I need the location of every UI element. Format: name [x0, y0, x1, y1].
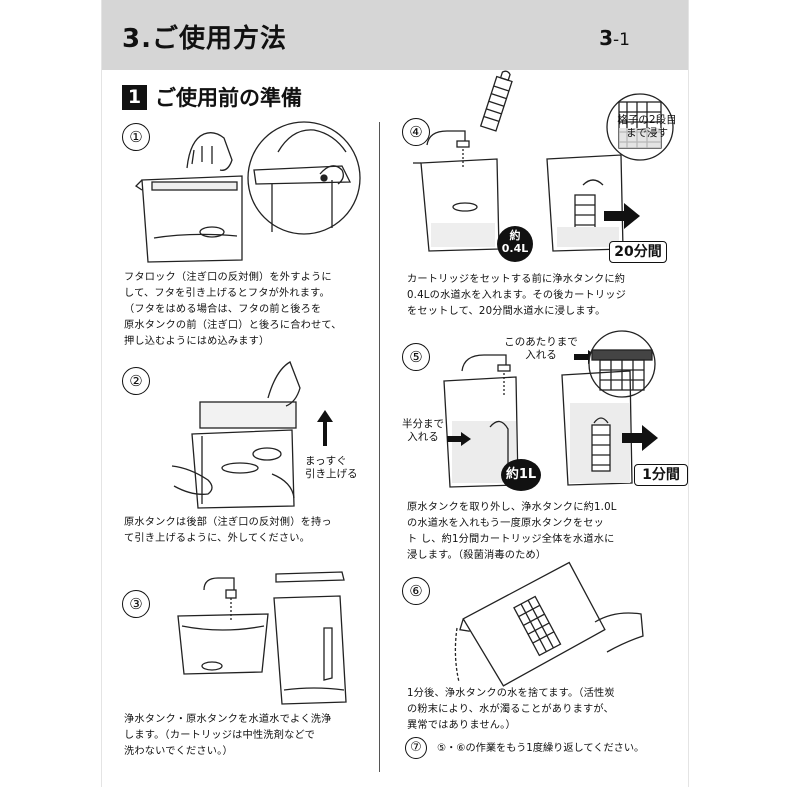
step-5-time-badge: 1分間 — [634, 464, 688, 486]
step-4-illustration — [413, 130, 624, 252]
step-4-text: カートリッジをセットする前に浄水タンクに約 0.4Lの水道水を入れます。その後カ… — [407, 274, 627, 317]
step-1-text: フタロック（注ぎ口の反対側）を外すように して、フタを引き上げるとフタが外れます… — [124, 272, 342, 347]
step-2-number: ② — [122, 367, 150, 395]
step-4-number: ④ — [402, 118, 430, 146]
section-title: ご使用前の準備 — [155, 86, 302, 110]
step-5-number: ⑤ — [402, 343, 430, 371]
step-2-text: 原水タンクは後部（注ぎ口の反対側）を持っ て引き上げるように、外してください。 — [124, 517, 332, 544]
page-header: 3.ご使用方法 3-1 — [102, 0, 688, 70]
page-title: 3.ご使用方法 — [122, 24, 287, 54]
right-arrow-icon — [604, 203, 640, 229]
step-2-illustration — [171, 361, 301, 509]
step-2-callout: まっすぐ 引き上げる — [305, 455, 358, 480]
up-arrow-icon — [317, 410, 333, 446]
step-1-number: ① — [122, 123, 150, 151]
step-7: ⑦ ⑤・⑥の作業をもう1度繰り返してください。 — [405, 737, 644, 759]
section-number: 1 — [122, 84, 147, 110]
page-number-sub: -1 — [613, 30, 630, 50]
step-5-zoom-circle — [588, 330, 656, 398]
step-7-number: ⑦ — [405, 737, 427, 759]
step-4-time-badge: 20分間 — [609, 241, 667, 263]
page-number-main: 3 — [599, 26, 614, 50]
step-5-callout-top: このあたりまで 入れる — [504, 336, 578, 361]
cartridge-icon — [479, 70, 513, 132]
step-5-text: 原水タンクを取り外し、浄水タンクに約1.0L の水道水を入れもう一度原水タンクを… — [407, 502, 617, 561]
pointer-arrow-icon — [447, 432, 471, 446]
step-6-text: 1分後、浄水タンクの水を捨てます。（活性炭 の粉末により、水が濁ることがあります… — [407, 688, 615, 731]
step-3-text: 浄水タンク・原水タンクを水道水でよく洗浄 します。（カートリッジは中性洗剤などで… — [124, 714, 332, 757]
right-arrow-icon — [622, 425, 658, 451]
step-6-number: ⑥ — [402, 577, 430, 605]
step-4-volume-prefix: 約 — [509, 229, 521, 242]
step-1-illustration — [134, 121, 361, 263]
step-4-volume-badge: 約 0.4L — [497, 226, 533, 262]
step-4-zoom-circle — [606, 93, 674, 161]
step-7-text: ⑤・⑥の作業をもう1度繰り返してください。 — [437, 743, 645, 754]
step-5-illustration — [443, 354, 633, 488]
step-5-callout-left: 半分まで 入れる — [402, 418, 444, 443]
step-4-callout: 格子の2段目 まで浸す — [617, 114, 677, 139]
column-divider — [379, 122, 380, 772]
step-6-illustration — [454, 561, 644, 687]
section-heading: 1 ご使用前の準備 — [122, 82, 302, 110]
step-3-number: ③ — [122, 590, 150, 618]
step-4-volume-value: 0.4L — [501, 242, 529, 255]
step-5-volume-badge: 約1L — [501, 459, 541, 491]
page-number: 3-1 — [599, 26, 630, 50]
step-3-illustration — [177, 571, 347, 705]
